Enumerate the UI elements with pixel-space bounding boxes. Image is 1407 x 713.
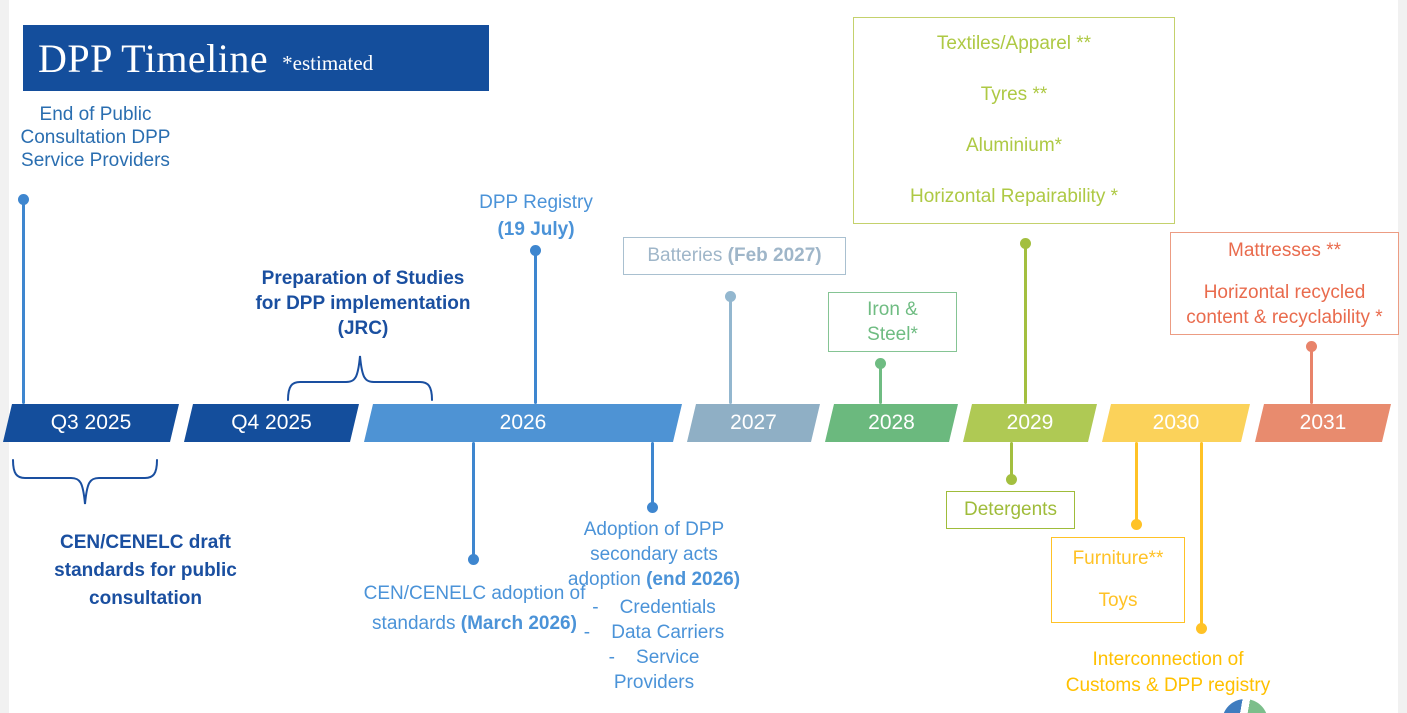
stem-2030-interconnection: [1200, 442, 1203, 625]
box-2029-products: Textiles/Apparel ** Tyres ** Aluminium* …: [853, 17, 1175, 224]
marker-dot-2029-top: [1020, 238, 1031, 249]
list-item: Data Carriers: [572, 620, 737, 645]
box-iron-steel: Iron & Steel*: [828, 292, 957, 352]
right-edge-strip: [1398, 0, 1407, 713]
timeline-segment-2027: 2027: [687, 404, 820, 442]
marker-dot-2028: [875, 358, 886, 369]
stem-2026-secondary-acts: [651, 442, 654, 504]
marker-dot-q3: [18, 194, 29, 205]
timeline-segment-2029: 2029: [963, 404, 1097, 442]
label-dpp-registry: DPP Registry (19 July): [479, 192, 593, 240]
stem-2029-top: [1024, 247, 1027, 404]
pie-logo: [1222, 699, 1268, 713]
marker-dot-2027: [725, 291, 736, 302]
brace-under-q3: [12, 459, 158, 505]
title-estimated-note: *estimated: [282, 50, 374, 75]
marker-dot-2031: [1306, 341, 1317, 352]
box-batteries: Batteries (Feb 2027): [623, 237, 846, 275]
label-end-public-consultation: End of Public Consultation DPP Service P…: [20, 104, 171, 171]
brace-over-q4-2026: [287, 355, 433, 401]
slide-title-banner: DPP Timeline *estimated: [23, 25, 489, 91]
marker-dot-interconnection: [1196, 623, 1207, 634]
stem-2028: [879, 367, 882, 404]
timeline-segment-2028: 2028: [825, 404, 958, 442]
timeline-segment-q3-2025: Q3 2025: [3, 404, 179, 442]
label-preparation-studies: Preparation of Studies for DPP implement…: [255, 268, 471, 339]
timeline-segment-q4-2025: Q4 2025: [184, 404, 359, 442]
label-cen-adoption: CEN/CENELC adoption of standards (March …: [363, 583, 586, 634]
stem-2030-furniture: [1135, 442, 1138, 521]
list-item: Service Providers: [572, 645, 737, 695]
stem-2029-detergents: [1010, 442, 1013, 476]
marker-dot-cen-adoption: [468, 554, 479, 565]
stem-2026-cen-adoption: [472, 442, 475, 556]
marker-dot-detergents: [1006, 474, 1017, 485]
marker-dot-2026-registry: [530, 245, 541, 256]
box-furniture-toys: Furniture** Toys: [1051, 537, 1185, 623]
stem-q3: [22, 203, 25, 404]
label-secondary-acts: Adoption of DPP secondary acts adoption …: [556, 517, 752, 695]
timeline-segment-2026: 2026: [364, 404, 682, 442]
timeline-segment-2031: 2031: [1255, 404, 1391, 442]
timeline-segment-2030: 2030: [1102, 404, 1250, 442]
label-cen-draft-standards: CEN/CENELC draft standards for public co…: [54, 532, 237, 609]
marker-dot-furniture: [1131, 519, 1142, 530]
box-mattresses: Mattresses ** Horizontal recycled conten…: [1170, 232, 1399, 335]
stem-2031: [1310, 350, 1313, 404]
page-title: DPP Timeline: [38, 35, 269, 81]
left-edge-strip: [0, 0, 9, 713]
stem-2027: [729, 300, 732, 404]
box-detergents: Detergents: [946, 491, 1075, 529]
list-item: Credentials: [572, 595, 737, 620]
secondary-acts-list: Credentials Data Carriers Service Provid…: [572, 595, 737, 695]
stem-2026-registry: [534, 254, 537, 404]
label-interconnection: Interconnection of Customs & DPP registr…: [1065, 649, 1271, 696]
marker-dot-secondary-acts: [647, 502, 658, 513]
